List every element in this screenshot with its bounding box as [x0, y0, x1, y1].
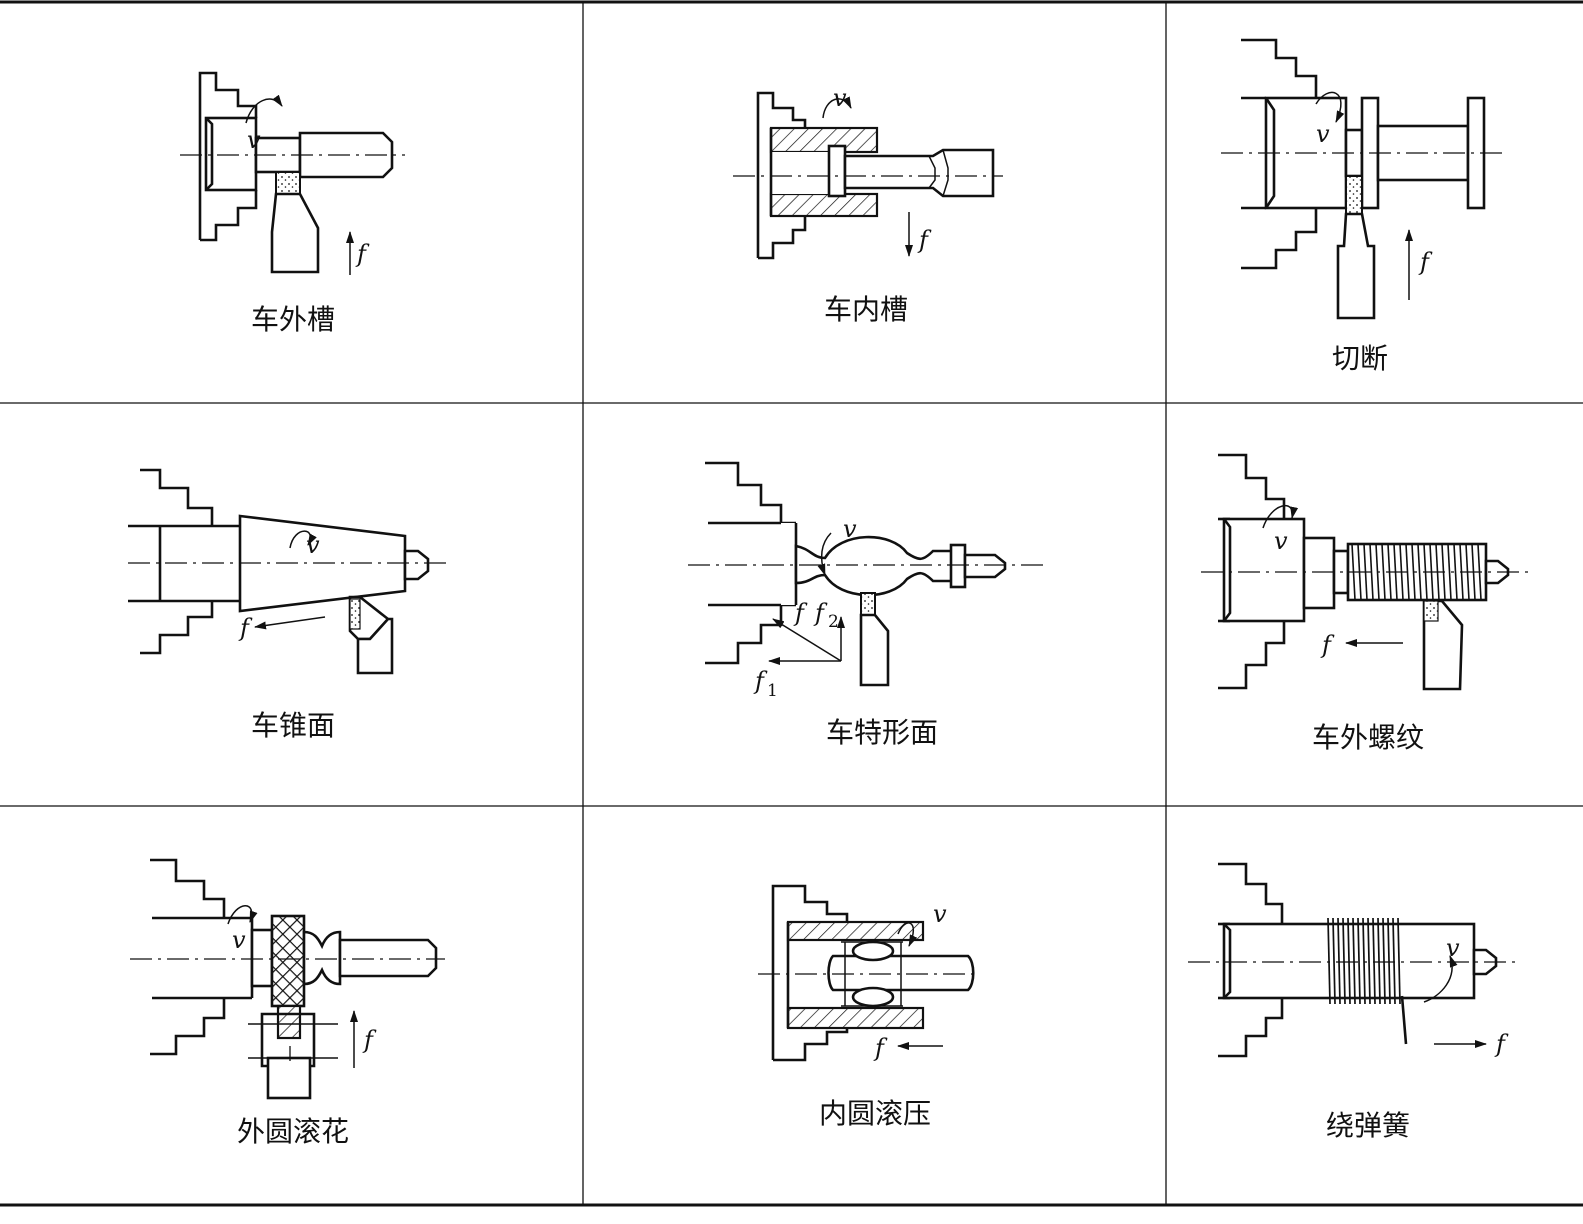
- thread-ridge: [1369, 543, 1374, 601]
- feed-label: f: [1320, 631, 1335, 659]
- feed-label: f: [355, 240, 370, 268]
- cell-form-surface: v f f 2 f 1 车特形面: [583, 403, 1166, 806]
- spring-coil: [1362, 917, 1366, 1005]
- spring-coil: [1357, 917, 1361, 1005]
- caption-outer-groove: 车外槽: [250, 303, 336, 336]
- spring-coil: [1372, 917, 1376, 1005]
- thread-ridge: [1447, 543, 1452, 601]
- velocity-label: v: [1274, 527, 1288, 555]
- feed2-subscript: 2: [828, 612, 839, 632]
- spring-coil: [1337, 917, 1341, 1005]
- cut-off-diagram: v f: [1221, 38, 1506, 320]
- feed-label: f: [238, 614, 253, 642]
- caption-taper: 车锥面: [250, 709, 336, 742]
- spring-coil: [1367, 917, 1371, 1005]
- inner-groove-diagram: v f: [733, 84, 1003, 260]
- taper-diagram: v f: [128, 468, 450, 675]
- cell-outer-thread: v f 车外螺纹: [1166, 403, 1583, 806]
- caption-outer-thread: 车外螺纹: [1311, 721, 1425, 754]
- velocity-label: v: [306, 531, 320, 559]
- feed-label: f: [917, 226, 932, 254]
- outer-thread-diagram: v f: [1201, 453, 1531, 691]
- feed-label: f: [1418, 248, 1433, 276]
- spring-coil: [1397, 917, 1401, 1005]
- cell-taper: v f 车锥面: [0, 403, 583, 806]
- caption-form-surface: 车特形面: [825, 716, 939, 749]
- caption-knurling: 外圆滚花: [236, 1115, 350, 1148]
- caption-cut-off: 切断: [1331, 342, 1389, 375]
- feed-label: f: [873, 1034, 888, 1062]
- velocity-label: v: [247, 126, 261, 154]
- feed-label: f: [1494, 1030, 1509, 1058]
- knurling-diagram: v f: [130, 858, 445, 1100]
- velocity-label: v: [1446, 934, 1460, 962]
- feed1-label: f: [753, 667, 768, 695]
- feed1-subscript: 1: [767, 681, 778, 701]
- caption-spring-winding: 绕弹簧: [1325, 1109, 1411, 1142]
- spring-coil: [1327, 917, 1331, 1005]
- thread-ridge: [1417, 543, 1422, 601]
- spring-coil: [1347, 917, 1351, 1005]
- form-surface-diagram: v f f 2 f 1: [688, 461, 1045, 701]
- cell-outer-groove: v f 车外槽: [0, 0, 583, 403]
- cell-inner-groove: v f 车内槽: [583, 0, 1166, 403]
- spring-coils: [1327, 917, 1401, 1005]
- spring-coil: [1352, 917, 1356, 1005]
- velocity-label: v: [232, 926, 246, 954]
- feed-label: f: [362, 1026, 377, 1054]
- spring-coil: [1392, 917, 1396, 1005]
- thread-ridge: [1411, 543, 1416, 601]
- outer-groove-diagram: v f: [180, 71, 405, 275]
- cell-spring-winding: v f 绕弹簧: [1166, 806, 1583, 1209]
- cell-inner-rolling: v f 内圆滚压: [583, 806, 1166, 1209]
- cell-knurling: v f 外圆滚花: [0, 806, 583, 1209]
- thread-ridge: [1453, 543, 1458, 601]
- inner-rolling-diagram: v f: [758, 884, 978, 1062]
- caption-inner-groove: 车内槽: [823, 293, 909, 326]
- caption-inner-rolling: 内圆滚压: [818, 1097, 932, 1130]
- velocity-label: v: [1316, 120, 1330, 148]
- spring-winding-diagram: v f: [1188, 862, 1521, 1058]
- spring-coil: [1377, 917, 1381, 1005]
- thread-ridge: [1381, 543, 1386, 601]
- spring-coil: [1332, 917, 1336, 1005]
- feed-label: f: [793, 599, 808, 627]
- spring-coil: [1382, 917, 1386, 1005]
- feed2-label: f: [813, 599, 828, 627]
- spring-coil: [1342, 917, 1346, 1005]
- velocity-label: v: [833, 84, 847, 112]
- spring-coil: [1387, 917, 1391, 1005]
- velocity-label: v: [843, 515, 857, 543]
- velocity-label: v: [933, 900, 947, 928]
- cell-cut-off: v f 切断: [1166, 0, 1583, 403]
